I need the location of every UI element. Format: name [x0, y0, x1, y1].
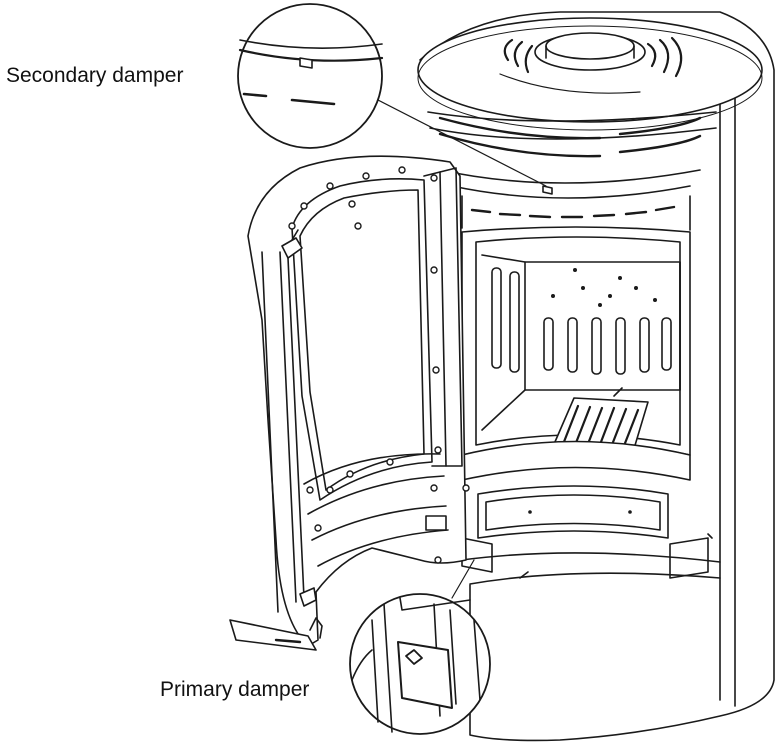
leader-line	[452, 560, 474, 598]
primary-damper-label: Primary damper	[160, 678, 310, 701]
primary-damper-callout	[350, 594, 490, 734]
secondary-damper-callout	[238, 4, 382, 148]
secondary-damper-label: Secondary damper	[6, 64, 184, 87]
firebox	[462, 227, 690, 480]
ash-drawer	[462, 486, 720, 584]
stove-door	[230, 156, 469, 650]
leader-line	[378, 100, 546, 186]
